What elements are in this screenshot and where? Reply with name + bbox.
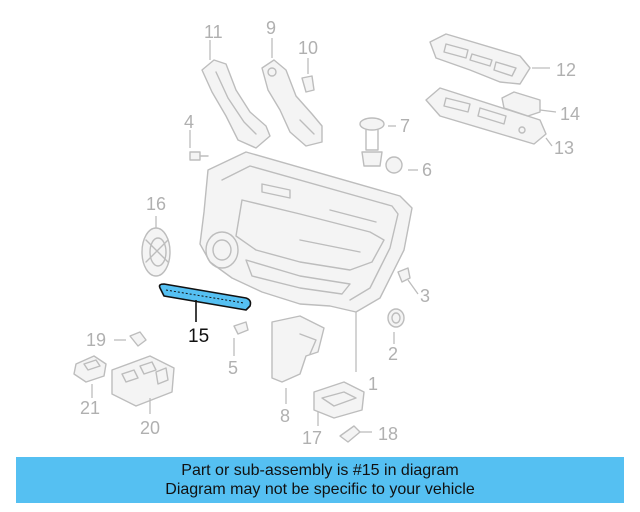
callout-8: 8 bbox=[280, 406, 290, 426]
callout-labels: 11 9 10 4 7 6 12 14 13 16 3 2 5 8 1 17 1… bbox=[80, 18, 580, 448]
part-16-speaker bbox=[141, 227, 171, 277]
callout-3: 3 bbox=[420, 286, 430, 306]
part-18-bulb bbox=[339, 425, 361, 443]
part-2-grommet bbox=[387, 308, 405, 328]
door-trim-panel bbox=[199, 151, 413, 313]
part-9-pull-handle bbox=[261, 59, 323, 147]
part-19-small-switch bbox=[129, 331, 147, 347]
part-3-clip bbox=[397, 267, 411, 283]
part-15-armrest-pad[interactable] bbox=[158, 283, 252, 311]
part-12-switch-bezel bbox=[429, 33, 531, 85]
callout-19: 19 bbox=[86, 330, 106, 350]
callout-12: 12 bbox=[556, 60, 576, 80]
callout-18: 18 bbox=[378, 424, 398, 444]
part-17-switch-housing bbox=[313, 381, 365, 419]
part-14-switch bbox=[501, 91, 541, 117]
callout-11: 11 bbox=[204, 22, 223, 42]
parts-diagram: 11 9 10 4 7 6 12 14 13 16 3 2 5 8 1 17 1… bbox=[73, 18, 580, 448]
callout-5: 5 bbox=[228, 358, 238, 378]
part-10-clip bbox=[301, 75, 315, 93]
part-20-master-switch bbox=[111, 355, 175, 407]
banner-line-1: Part or sub-assembly is #15 in diagram bbox=[181, 462, 459, 479]
part-6-cap bbox=[385, 156, 403, 174]
callout-20: 20 bbox=[140, 418, 160, 438]
part-5-screw bbox=[233, 321, 249, 335]
callout-14: 14 bbox=[560, 104, 580, 124]
callout-16: 16 bbox=[146, 194, 166, 214]
callout-21: 21 bbox=[80, 398, 100, 418]
leader-lines bbox=[91, 38, 557, 433]
callout-4: 4 bbox=[184, 112, 194, 132]
callout-13: 13 bbox=[554, 138, 574, 158]
callout-6: 6 bbox=[422, 160, 432, 180]
part-7-bulb-socket bbox=[359, 117, 385, 167]
banner-line-2: Diagram may not be specific to your vehi… bbox=[165, 481, 475, 498]
callout-17: 17 bbox=[302, 428, 322, 448]
part-21-switch bbox=[73, 355, 107, 383]
callout-15: 15 bbox=[188, 326, 209, 347]
callout-1: 1 bbox=[368, 374, 378, 394]
part-4-screw bbox=[189, 151, 209, 161]
part-13-switch-panel bbox=[425, 87, 547, 145]
callout-2: 2 bbox=[388, 344, 398, 364]
part-8-lower-panel bbox=[271, 315, 325, 383]
part-11-grab-handle bbox=[201, 59, 271, 149]
callout-10: 10 bbox=[298, 38, 318, 58]
info-banner: Part or sub-assembly is #15 in diagram D… bbox=[16, 457, 624, 503]
callout-7: 7 bbox=[400, 116, 410, 136]
callout-9: 9 bbox=[266, 18, 276, 38]
